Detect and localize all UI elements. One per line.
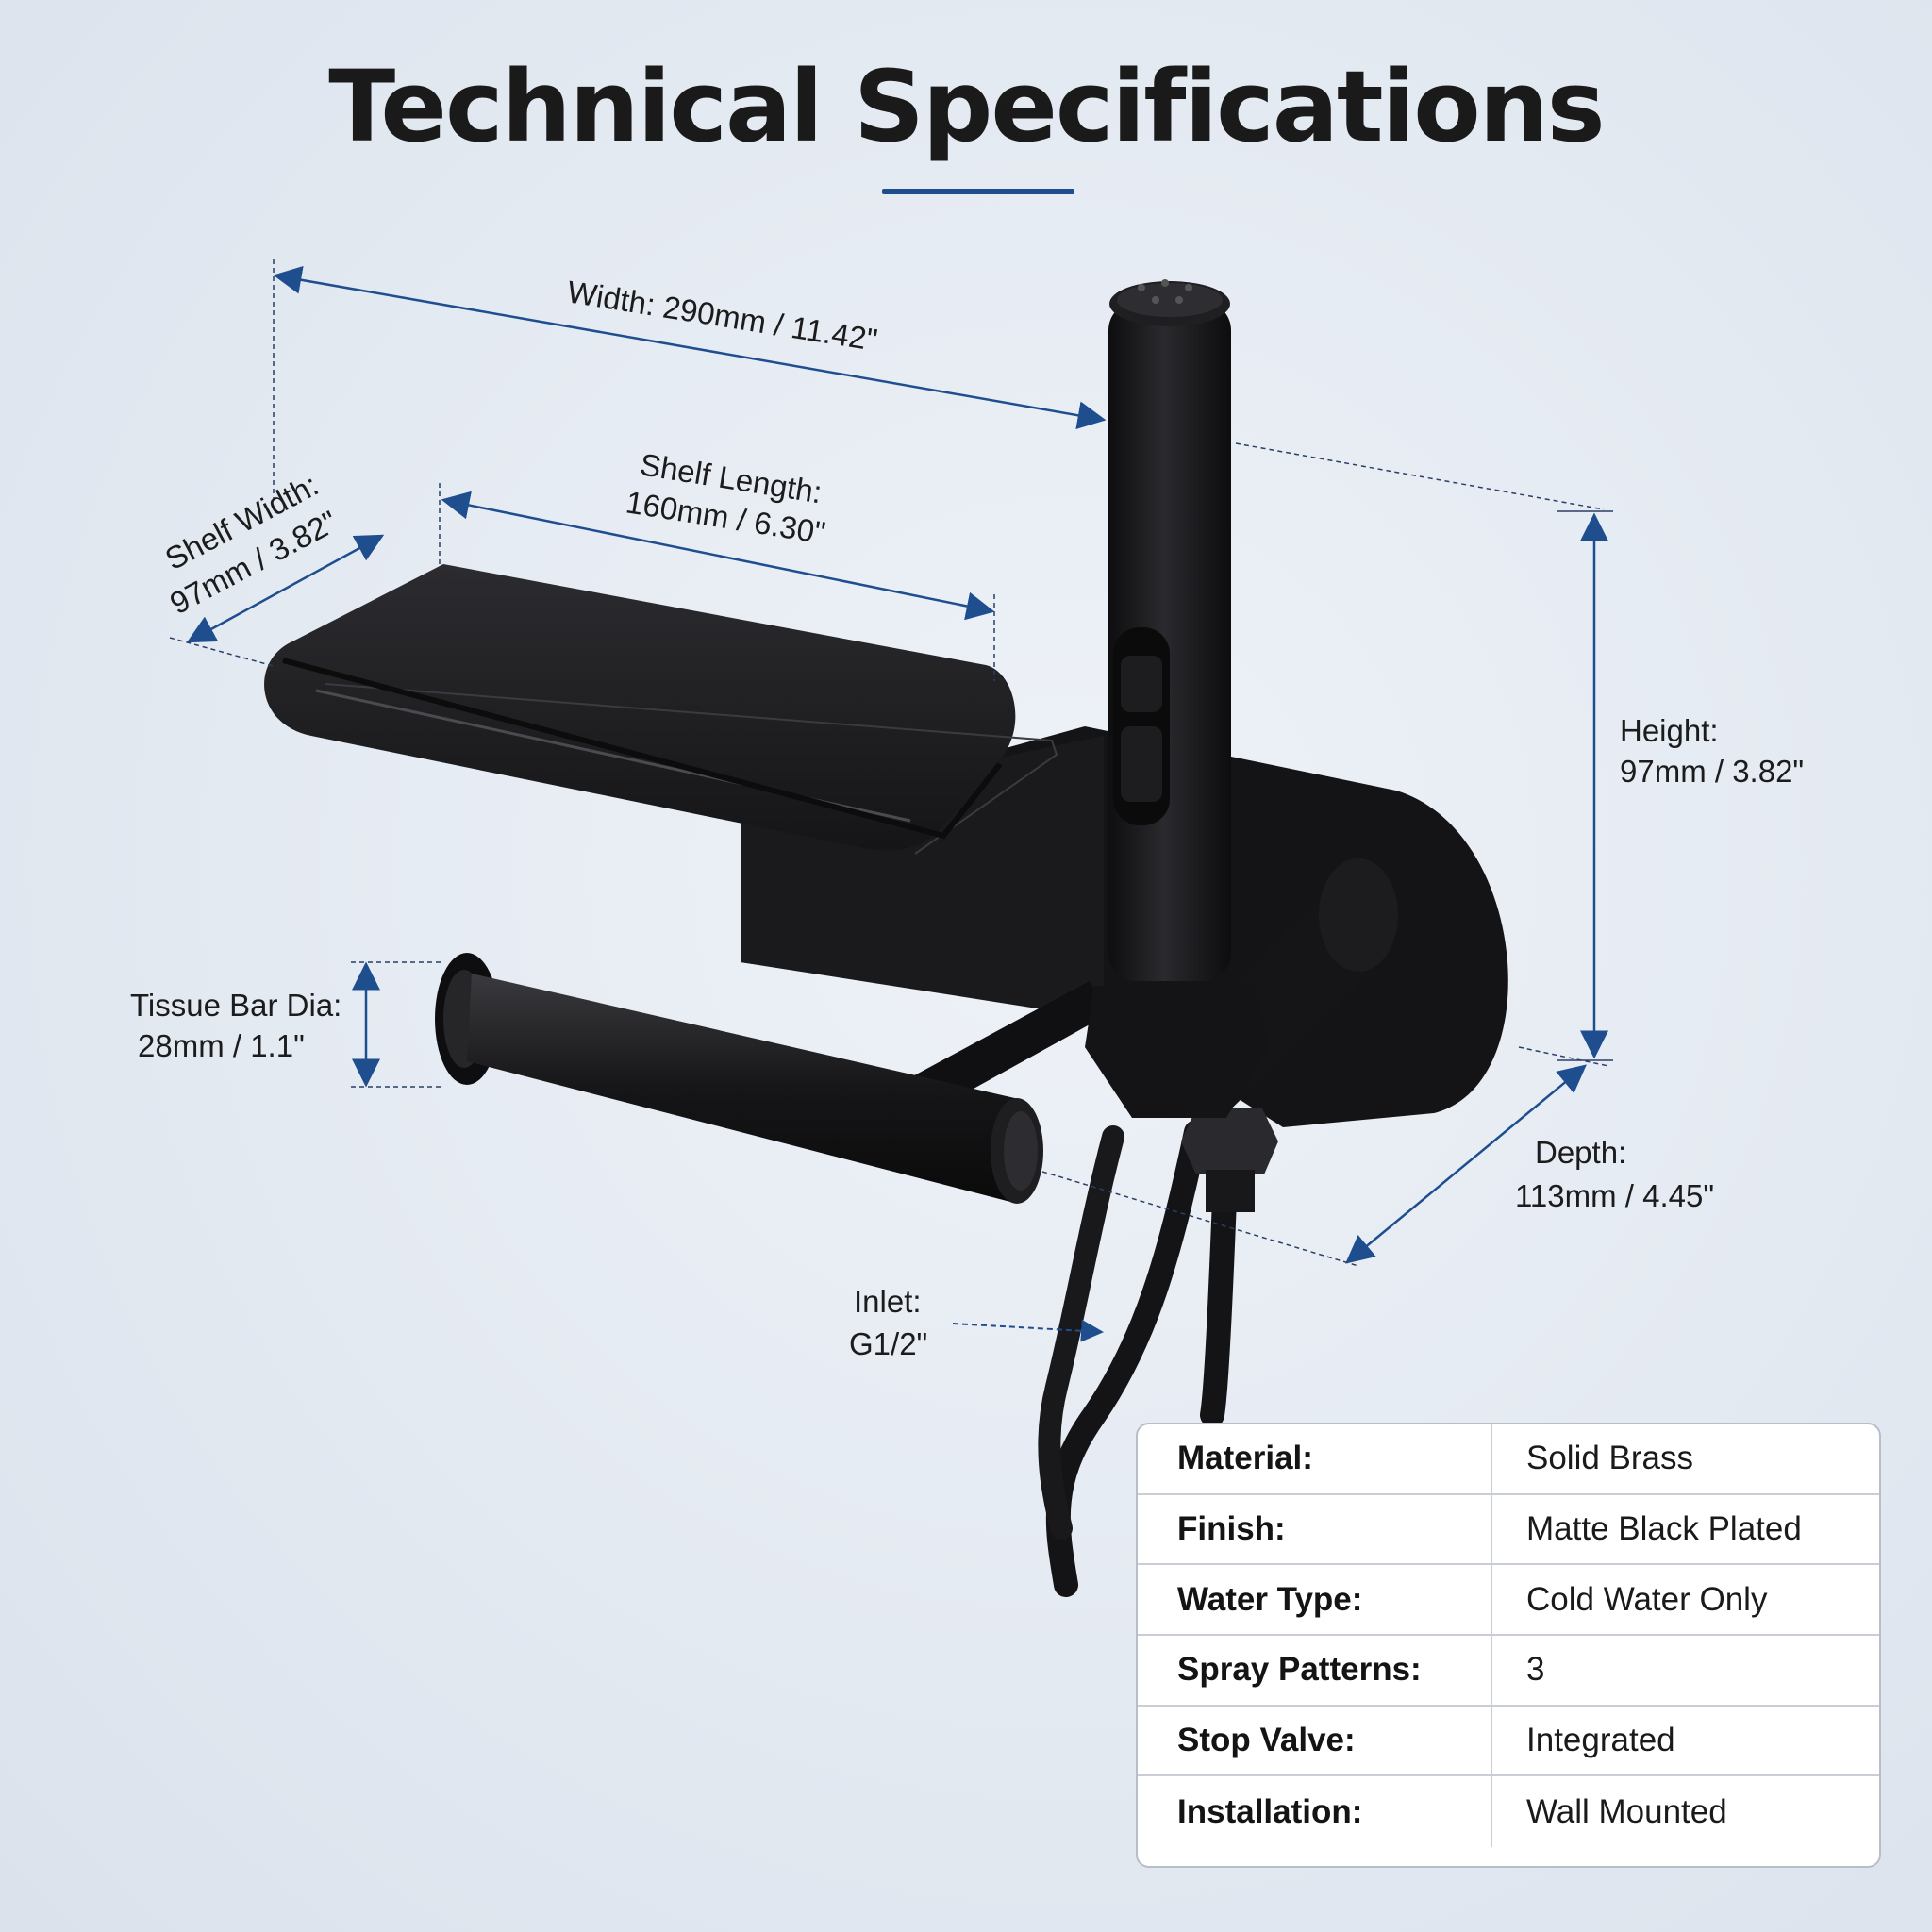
hand-shower [1085,279,1269,1118]
inlet-label-1: Inlet: [854,1284,922,1319]
depth-label-1: Depth: [1535,1135,1626,1170]
spec-label: Spray Patterns: [1138,1636,1492,1705]
spec-label: Water Type: [1138,1565,1492,1635]
shelf [264,564,1058,855]
spec-row-spray-patterns: Spray Patterns: 3 [1138,1636,1879,1707]
shelf-width-arrow [186,534,385,643]
tissue-label-2: 28mm / 1.1" [138,1028,305,1063]
spec-value: Matte Black Plated [1526,1510,1802,1548]
depth-label-2: 113mm / 4.45" [1515,1178,1714,1213]
spec-value: Solid Brass [1526,1440,1694,1477]
page-title: Technical Specifications [328,49,1605,164]
hose-left [1038,1125,1124,1540]
spec-value: Integrated [1526,1722,1675,1759]
spec-label: Finish: [1138,1494,1492,1564]
width-arrow [273,265,1107,430]
spec-row-installation: Installation: Wall Mounted [1138,1776,1879,1848]
shelf-length-arrow [441,491,995,621]
spec-table: Material: Solid Brass Finish: Matte Blac… [1136,1423,1881,1868]
tissue-label-1: Tissue Bar Dia: [130,988,341,1023]
depth-arrow [1345,1064,1587,1264]
inlet-label-2: G1/2" [849,1326,927,1361]
height-label-2: 97mm / 3.82" [1620,754,1804,789]
spec-row-finish: Finish: Matte Black Plated [1138,1494,1879,1566]
spec-row-material: Material: Solid Brass [1138,1424,1879,1495]
inlet-arrow [952,1319,1104,1342]
spec-value: Wall Mounted [1526,1792,1727,1830]
title-underline [882,189,1074,194]
spec-label: Stop Valve: [1138,1706,1492,1775]
spec-label: Material: [1138,1424,1492,1493]
height-label-1: Height: [1620,713,1719,748]
spec-row-water-type: Water Type: Cold Water Only [1138,1565,1879,1637]
spec-value: Cold Water Only [1526,1580,1768,1618]
product-illustration [264,279,1508,1597]
spec-label: Installation: [1138,1776,1492,1848]
width-label: Width: 290mm / 11.42" [565,274,880,357]
spec-value: 3 [1526,1651,1545,1689]
spec-row-stop-valve: Stop Valve: Integrated [1138,1706,1879,1777]
dimension-lines [169,259,1613,1342]
tissue-bar [435,953,1043,1204]
